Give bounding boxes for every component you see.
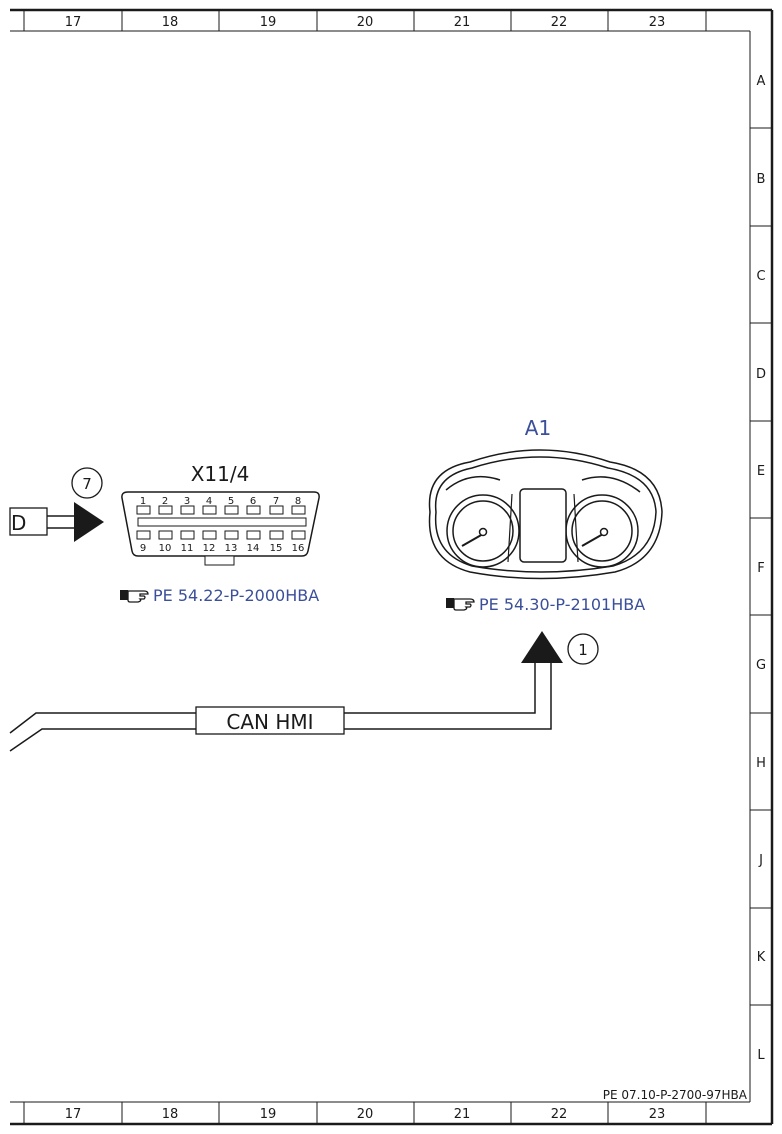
row-label: C — [756, 269, 765, 284]
pin-number: 16 — [292, 543, 305, 554]
col-label: 18 — [162, 15, 179, 30]
pointing-hand-icon — [120, 590, 149, 603]
col-label: 23 — [649, 15, 666, 30]
connector-latch — [204, 555, 235, 566]
pin-number: 10 — [159, 543, 172, 554]
row-dividers — [750, 127, 772, 1006]
reference-text: PE 54.30-P-2101HBA — [479, 595, 645, 614]
row-label: J — [758, 853, 763, 868]
connector-x11-4[interactable]: X11/4 1 2 3 4 5 6 7 8 9 10 11 12 13 — [121, 462, 320, 566]
col-label: 20 — [357, 15, 374, 30]
pin-number: 12 — [203, 543, 216, 554]
row-label: E — [757, 464, 765, 479]
row-label: H — [756, 756, 766, 771]
speedometer-gauge — [446, 494, 520, 568]
marker-circle-1: 1 — [567, 633, 599, 665]
col-label: 17 — [65, 15, 82, 30]
row-label: L — [757, 1048, 765, 1063]
svg-text:1: 1 — [578, 641, 588, 659]
row-label: F — [757, 561, 764, 576]
can-hmi-bus-lines — [9, 663, 552, 752]
row-label: B — [757, 172, 766, 187]
pin-number: 8 — [295, 496, 301, 507]
pin-number: 3 — [184, 496, 190, 507]
pin-number: 5 — [228, 496, 234, 507]
svg-text:7: 7 — [82, 475, 92, 493]
column-labels-top: 17 18 19 20 21 22 23 — [65, 15, 666, 30]
pin-number: 2 — [162, 496, 168, 507]
reference-link-x11-4[interactable]: PE 54.22-P-2000HBA — [120, 586, 319, 605]
col-label: 20 — [357, 1107, 374, 1122]
tachometer-gauge — [565, 494, 639, 568]
column-dividers — [23, 10, 707, 1124]
drawing-frame — [10, 8, 774, 1126]
pin-number: 6 — [250, 496, 256, 507]
connector-label: X11/4 — [191, 462, 250, 486]
col-label: 17 — [65, 1107, 82, 1122]
pin-number: 1 — [140, 496, 146, 507]
pin-number: 4 — [206, 496, 212, 507]
instrument-cluster-a1[interactable]: A1 — [428, 416, 663, 580]
display-bezel-lines — [507, 493, 579, 563]
col-label: 22 — [551, 15, 568, 30]
col-label: 21 — [454, 15, 471, 30]
pin-number: 15 — [270, 543, 283, 554]
center-display — [519, 488, 567, 563]
row-label: G — [756, 658, 766, 673]
col-label: 18 — [162, 1107, 179, 1122]
row-label: K — [757, 950, 766, 965]
row-label: D — [756, 367, 766, 382]
arrow-right-icon — [74, 502, 104, 542]
pin-number: 7 — [273, 496, 279, 507]
col-label: 19 — [260, 1107, 277, 1122]
row-label: A — [757, 74, 766, 89]
col-label: 21 — [454, 1107, 471, 1122]
col-label: 19 — [260, 15, 277, 30]
marker-circle-7: 7 — [71, 467, 103, 499]
pin-number: 9 — [140, 543, 146, 554]
reference-link-a1[interactable]: PE 54.30-P-2101HBA — [446, 595, 645, 614]
column-labels-bottom: 17 18 19 20 21 22 23 — [65, 1107, 666, 1122]
pointing-hand-icon — [446, 598, 475, 611]
pin-number: 11 — [181, 543, 194, 554]
signal-stub-d[interactable]: D — [9, 502, 104, 542]
pin-number: 13 — [225, 543, 238, 554]
document-reference: PE 07.10-P-2700-97HBA — [603, 1088, 748, 1102]
reference-text: PE 54.22-P-2000HBA — [153, 586, 319, 605]
bus-label: CAN HMI — [226, 710, 313, 734]
arrow-up-icon — [521, 631, 563, 663]
component-label: A1 — [525, 416, 551, 440]
row-labels: A B C D E F G H J K L — [756, 74, 766, 1063]
pin-cavities — [136, 505, 306, 540]
connector-key-slot — [137, 517, 307, 527]
can-hmi-bus-label-box[interactable]: CAN HMI — [195, 706, 345, 735]
col-label: 22 — [551, 1107, 568, 1122]
col-label: 23 — [649, 1107, 666, 1122]
pin-number: 14 — [247, 543, 260, 554]
signal-stub-label: D — [11, 511, 26, 535]
